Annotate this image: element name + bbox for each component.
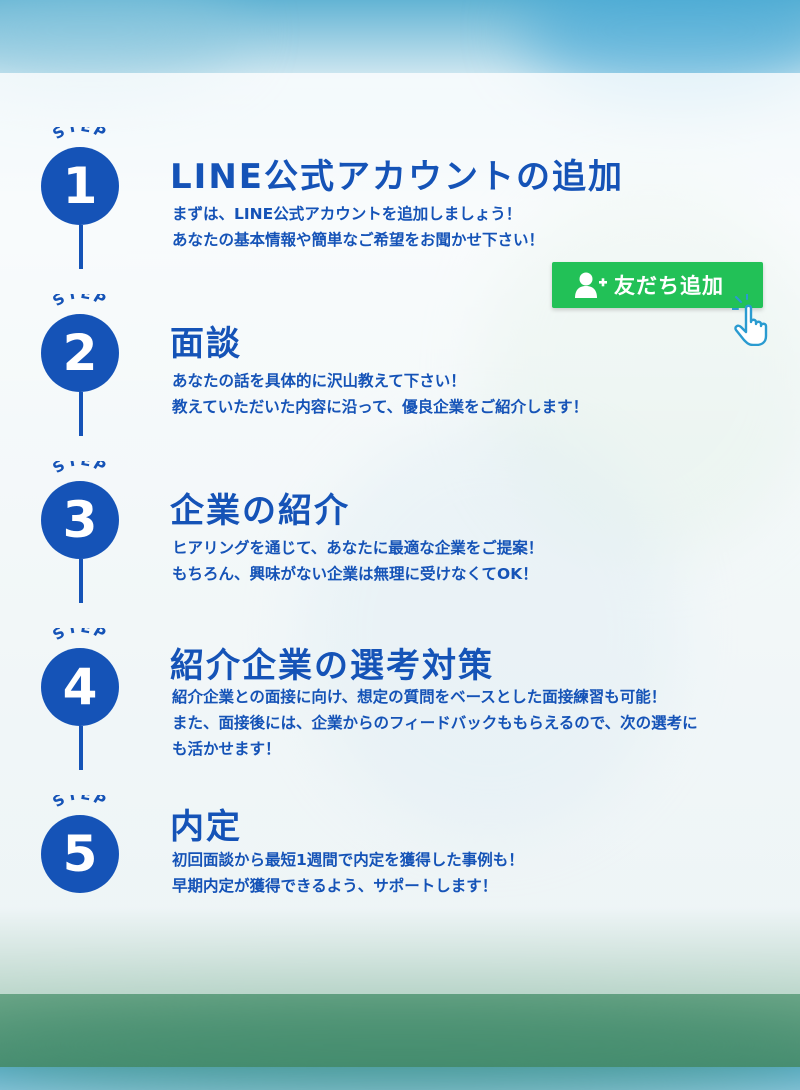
description-line: まずは、LINE公式アカウントを追加しましょう！	[172, 205, 522, 223]
svg-text:STEP: STEP	[49, 461, 110, 477]
description-line: 教えていただいた内容に沿って、優良企業をご紹介します！	[172, 398, 589, 416]
step-number: 1	[41, 147, 119, 225]
step-title: 面談	[170, 324, 242, 364]
description-line: あなたの基本情報や簡単なご希望をお聞かせ下さい！	[172, 231, 545, 249]
svg-text:STEP: STEP	[49, 127, 110, 143]
step-label: STEP	[49, 461, 110, 477]
step-title: 内定	[170, 807, 242, 847]
add-friend-icon	[575, 272, 607, 298]
step-badge: STEP 2	[39, 294, 121, 394]
timeline-connector	[79, 559, 83, 603]
step-description: ヒアリングを通じて、あなたに最適な企業をご提案！ もちろん、興味がない企業は無理…	[172, 535, 792, 587]
background-blur	[0, 1000, 800, 1090]
step-label: STEP	[49, 628, 110, 644]
step-title: 紹介企業の選考対策	[170, 646, 494, 686]
content-panel	[0, 73, 800, 994]
step-description: あなたの話を具体的に沢山教えて下さい！ 教えていただいた内容に沿って、優良企業を…	[172, 368, 792, 420]
step-description: 初回面談から最短1週間で内定を獲得した事例も！ 早期内定が獲得できるよう、サポー…	[172, 847, 792, 899]
timeline-connector	[79, 225, 83, 269]
step-description: まずは、LINE公式アカウントを追加しましょう！ あなたの基本情報や簡単なご希望…	[172, 201, 792, 253]
add-friend-label: 友だち追加	[614, 274, 724, 298]
step-number: 4	[41, 648, 119, 726]
description-line: もちろん、興味がない企業は無理に受けなくてOK！	[172, 565, 538, 583]
description-line: 紹介企業との面接に向け、想定の質問をベースとした面接練習も可能！	[172, 688, 667, 706]
description-line: 早期内定が獲得できるよう、サポートします！	[172, 877, 498, 895]
step-description: 紹介企業との面接に向け、想定の質問をベースとした面接練習も可能！ また、面接後に…	[172, 684, 792, 762]
svg-text:STEP: STEP	[49, 795, 110, 811]
step-badge: STEP 3	[39, 461, 121, 561]
description-line: も活かせます！	[172, 740, 281, 758]
step-number: 2	[41, 314, 119, 392]
add-friend-button[interactable]: 友だち追加	[552, 262, 763, 308]
step-number: 5	[41, 815, 119, 893]
svg-text:STEP: STEP	[49, 294, 110, 310]
step-label: STEP	[49, 795, 110, 811]
step-badge: STEP 1	[39, 127, 121, 227]
description-line: 初回面談から最短1週間で内定を獲得した事例も！	[172, 851, 524, 869]
timeline-connector	[79, 392, 83, 436]
step-badge: STEP 5	[39, 795, 121, 895]
svg-text:STEP: STEP	[49, 628, 110, 644]
step-label: STEP	[49, 294, 110, 310]
step-title: 企業の紹介	[170, 491, 350, 531]
step-number: 3	[41, 481, 119, 559]
timeline-connector	[79, 726, 83, 770]
description-line: また、面接後には、企業からのフィードバックももらえるので、次の選考に	[172, 714, 698, 732]
description-line: あなたの話を具体的に沢山教えて下さい！	[172, 372, 466, 390]
pointing-hand-icon	[732, 294, 768, 346]
step-title: LINE公式アカウントの追加	[170, 157, 624, 197]
step-label: STEP	[49, 127, 110, 143]
description-line: ヒアリングを通じて、あなたに最適な企業をご提案！	[172, 539, 544, 557]
step-badge: STEP 4	[39, 628, 121, 728]
